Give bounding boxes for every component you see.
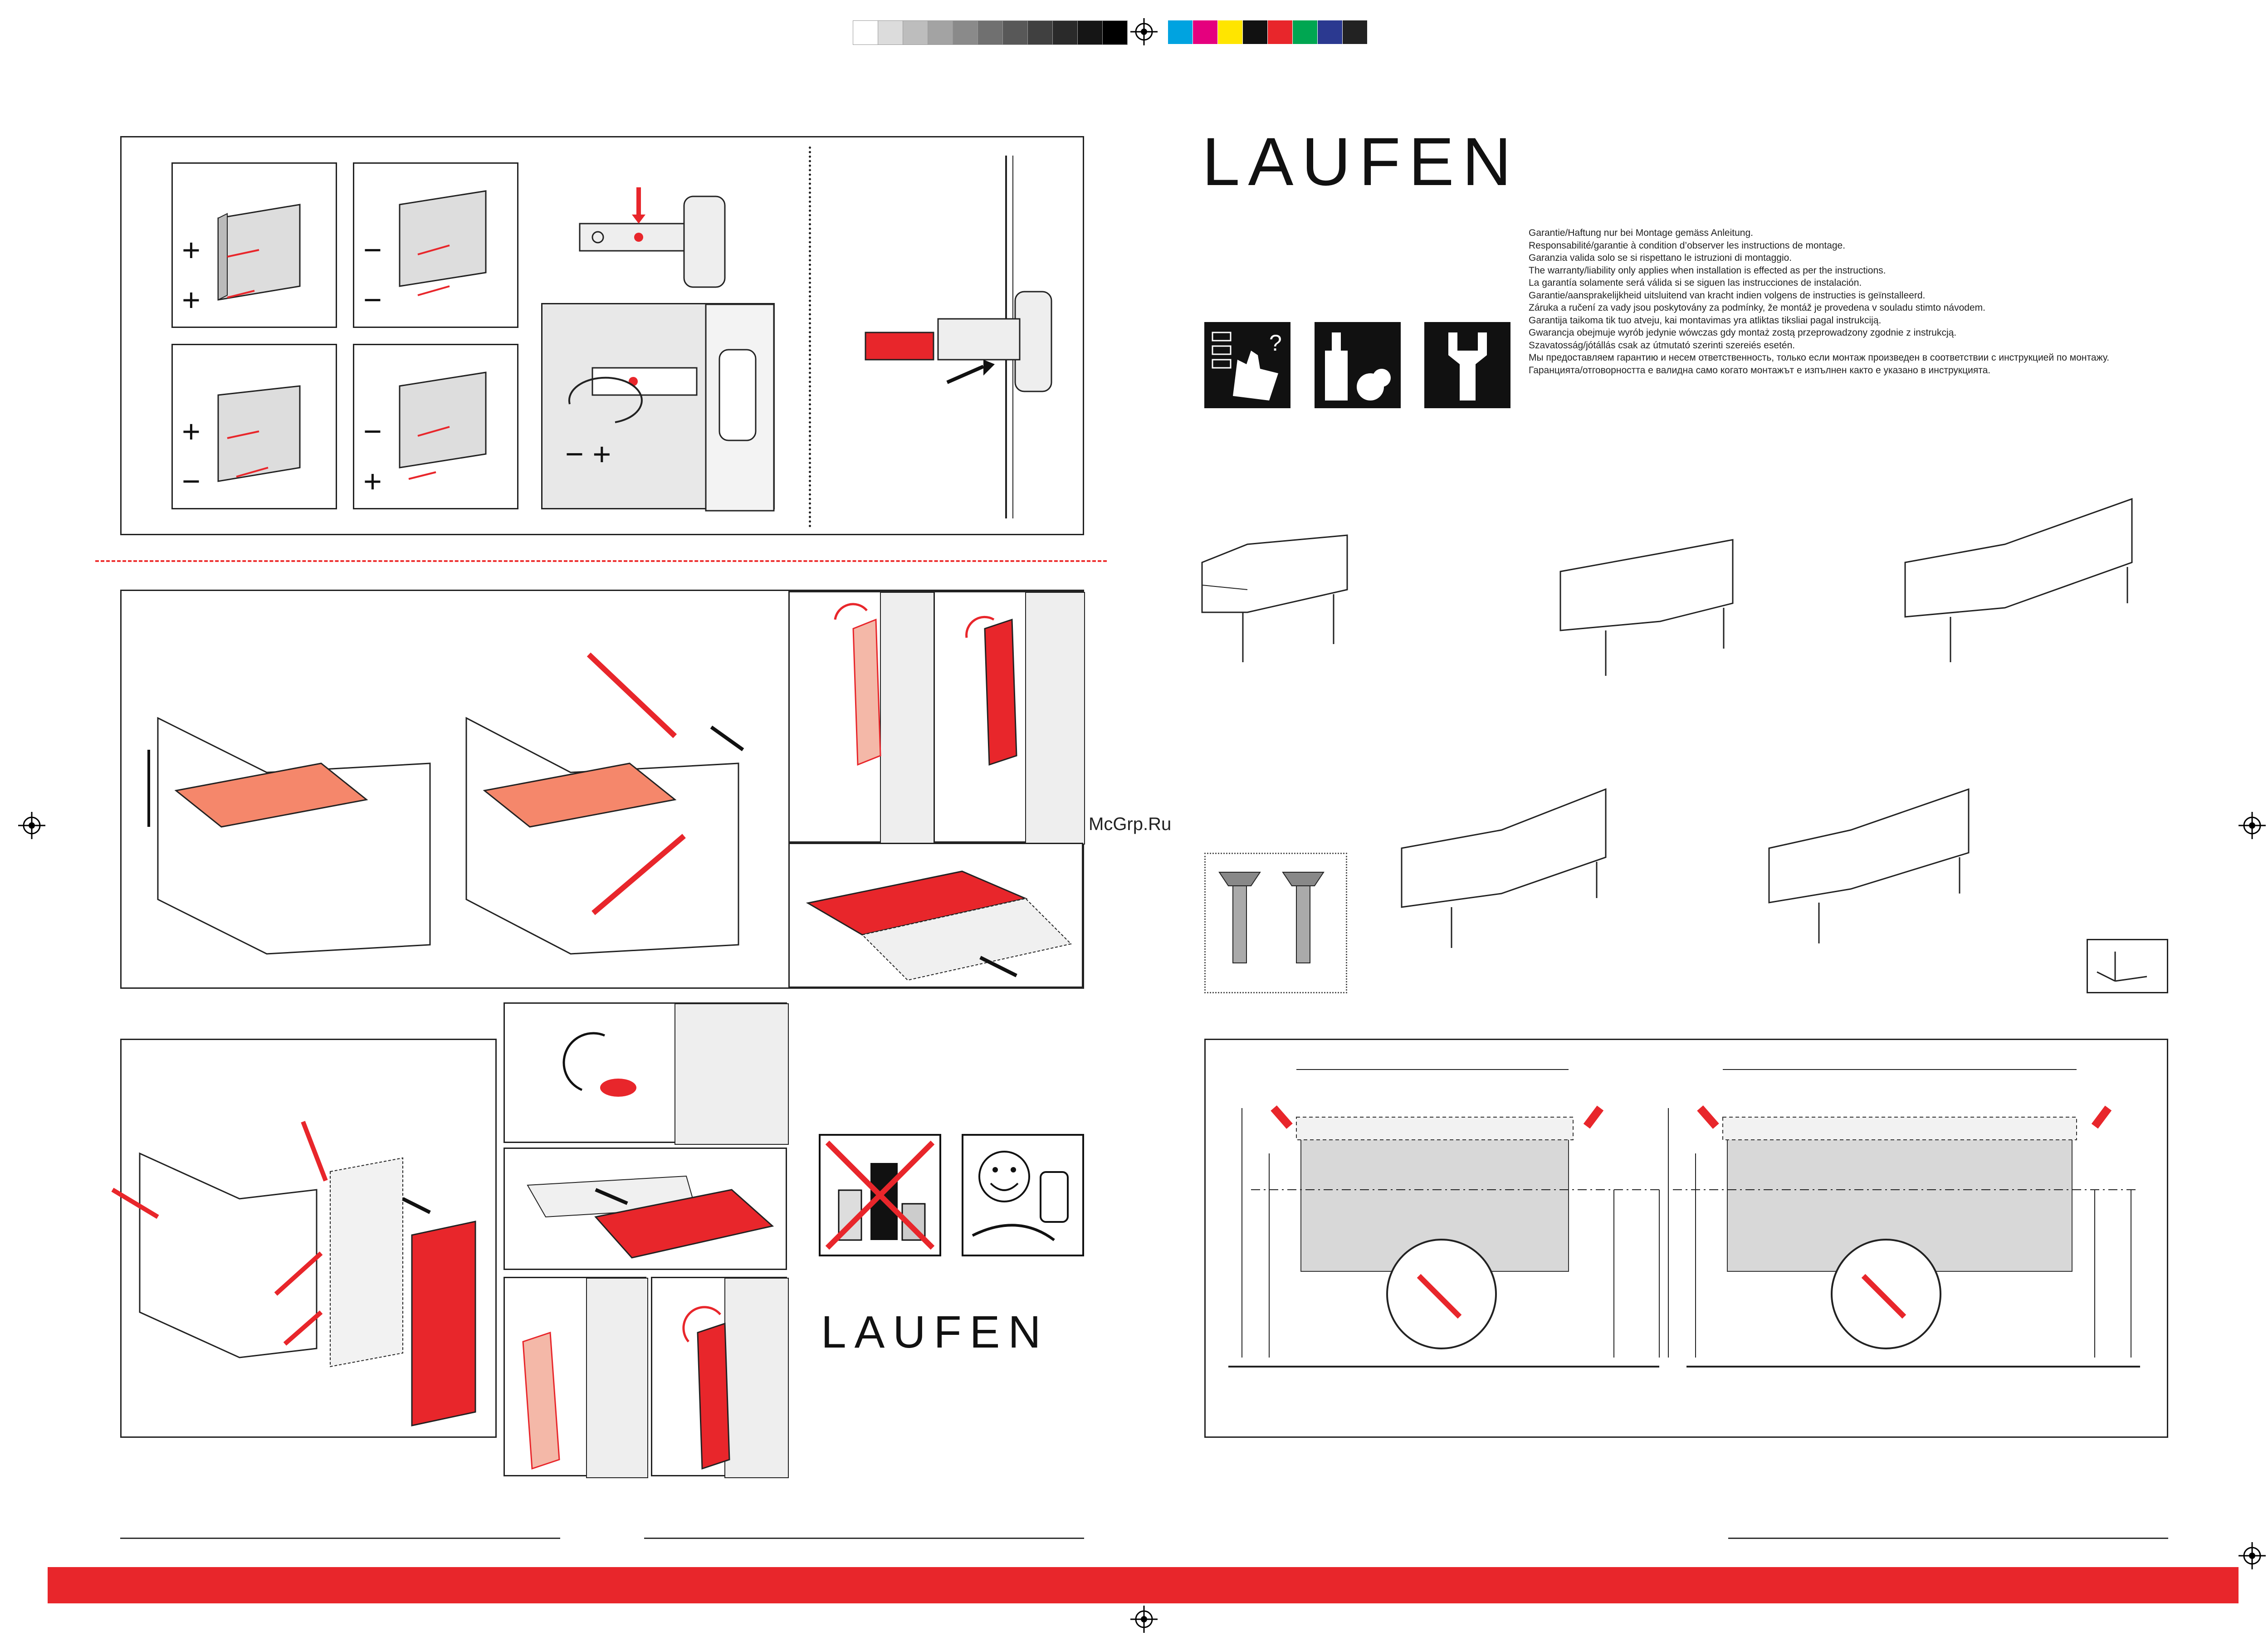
adjust-sign: + xyxy=(182,282,200,317)
vanity-unit-1 xyxy=(1201,534,1348,662)
legs-option-box xyxy=(1204,853,1347,993)
gray-swatch xyxy=(1027,20,1053,45)
bracket-detail-1 xyxy=(788,591,935,845)
registration-mark-bottom-right xyxy=(2239,1542,2266,1569)
door-adjustment-panel: + + − − + − − + − + xyxy=(120,136,1084,535)
vanity-unit-2 xyxy=(1559,539,1734,676)
vertical-dotted-divider xyxy=(809,147,811,528)
axis-orientation-box xyxy=(2087,939,2168,993)
adjust-sign: − xyxy=(363,414,382,449)
bracket-detail-2 xyxy=(934,591,1085,845)
adjust-box-bottom-left: + − xyxy=(171,344,337,509)
gray-swatch xyxy=(1002,20,1028,45)
watermark-text: McGrp.Ru xyxy=(1089,814,1172,834)
process-swatch xyxy=(1343,20,1367,44)
wall-drilling-diagram xyxy=(1228,1069,2140,1368)
registration-mark-right xyxy=(2239,812,2266,839)
screw-adjust-signs: − + xyxy=(565,436,611,472)
warranty-line: La garantía solamente será válida si se … xyxy=(1529,278,1862,288)
section-separator xyxy=(95,560,1107,562)
process-swatch xyxy=(1293,20,1317,44)
hinge-screw-adjust-box: − + xyxy=(541,303,775,512)
adjust-sign: − xyxy=(182,464,200,499)
process-swatch xyxy=(1318,20,1342,44)
warranty-line: The warranty/liability only applies when… xyxy=(1529,265,1886,276)
door-mount-panel xyxy=(111,1039,497,1438)
vanity-unit-4 xyxy=(1401,788,1607,948)
adjust-sign: + xyxy=(363,464,382,499)
wrench-tool-icon xyxy=(1424,322,1510,408)
no-chemicals-icon xyxy=(819,1134,941,1256)
process-swatch xyxy=(1168,20,1193,44)
gray-swatch xyxy=(1102,20,1128,45)
hinge-insert-illustration xyxy=(861,156,1079,518)
gray-swatch xyxy=(1052,20,1078,45)
warranty-line: Garantija taikoma tik tuo atveju, kai mo… xyxy=(1529,315,1882,326)
chemicals-warning-icon xyxy=(1315,322,1401,408)
bracket-detail-3 xyxy=(503,1277,648,1478)
laufen-logo-top: LAUFEN xyxy=(1202,123,1520,200)
gray-swatch xyxy=(953,20,978,45)
adjust-sign: + xyxy=(182,414,200,449)
footer-rule xyxy=(120,1538,560,1539)
process-swatch xyxy=(1193,20,1217,44)
adjust-sign: + xyxy=(182,232,200,268)
warranty-line: Гаранцията/отговорността е валидна само … xyxy=(1529,365,1991,376)
warranty-line: Szavatosság/jótállás csak az útmutató sz… xyxy=(1529,340,1795,351)
mild-soap-care-icon xyxy=(962,1134,1084,1256)
warranty-line: Garantie/aansprakelijkheid uitsluitend v… xyxy=(1529,290,1926,301)
gray-swatch xyxy=(878,20,903,45)
gray-swatch xyxy=(1077,20,1103,45)
shelf-remove-detail xyxy=(503,1148,787,1270)
adjust-box-top-left: + + xyxy=(171,162,337,328)
read-instructions-icon: ? xyxy=(1204,322,1290,408)
registration-mark-bottom xyxy=(1130,1606,1158,1633)
footer-rule xyxy=(1728,1538,2168,1539)
registration-mark-top xyxy=(1130,18,1158,45)
warranty-line: Responsabilité/garantie à condition d’ob… xyxy=(1529,240,1846,251)
adjust-sign: − xyxy=(363,232,382,268)
gray-swatch xyxy=(853,20,878,45)
bottom-brand-band xyxy=(48,1567,2239,1603)
gray-swatch xyxy=(903,20,928,45)
process-swatch xyxy=(1243,20,1267,44)
hinge-rotate-detail xyxy=(503,1002,789,1145)
wall-installation-panel xyxy=(1204,1039,2168,1438)
registration-mark-left xyxy=(18,812,45,839)
hinge-top-illustration xyxy=(571,178,761,292)
shelf-slide-detail xyxy=(788,843,1083,988)
warranty-line: Záruka a ručení za vady jsou poskytovány… xyxy=(1529,303,1985,313)
gray-swatch xyxy=(978,20,1003,45)
svg-text:?: ? xyxy=(1269,330,1282,356)
laufen-logo-bottom: LAUFEN xyxy=(821,1307,1049,1358)
bracket-detail-4 xyxy=(651,1277,789,1478)
footer-rule xyxy=(644,1538,1084,1539)
gray-swatch xyxy=(928,20,953,45)
warranty-line: Garantie/Haftung nur bei Montage gemäss … xyxy=(1529,228,1753,238)
door-mount-illustration xyxy=(111,1121,476,1426)
warranty-line: Gwarancja obejmuje wyrób jedynie wówczas… xyxy=(1529,327,1957,338)
process-swatch xyxy=(1268,20,1292,44)
adjust-sign: − xyxy=(363,282,382,317)
warranty-statement: Garantie/Haftung nur bei Montage gemäss … xyxy=(1529,227,2209,376)
footer-rule xyxy=(1204,1439,1735,1440)
warranty-line: Garanzia valida solo se si rispettano le… xyxy=(1529,253,1792,263)
adjust-box-bottom-right: − + xyxy=(353,344,518,509)
shelf-assembly-illustration xyxy=(147,652,744,955)
vanity-unit-3 xyxy=(1904,498,2133,662)
vanity-unit-5 xyxy=(1768,788,1970,943)
process-swatch xyxy=(1218,20,1242,44)
warranty-line: Мы предоставляем гарантию и несем ответс… xyxy=(1529,352,2110,363)
shelf-door-panel xyxy=(120,590,1085,989)
adjust-box-top-right: − − xyxy=(353,162,518,328)
